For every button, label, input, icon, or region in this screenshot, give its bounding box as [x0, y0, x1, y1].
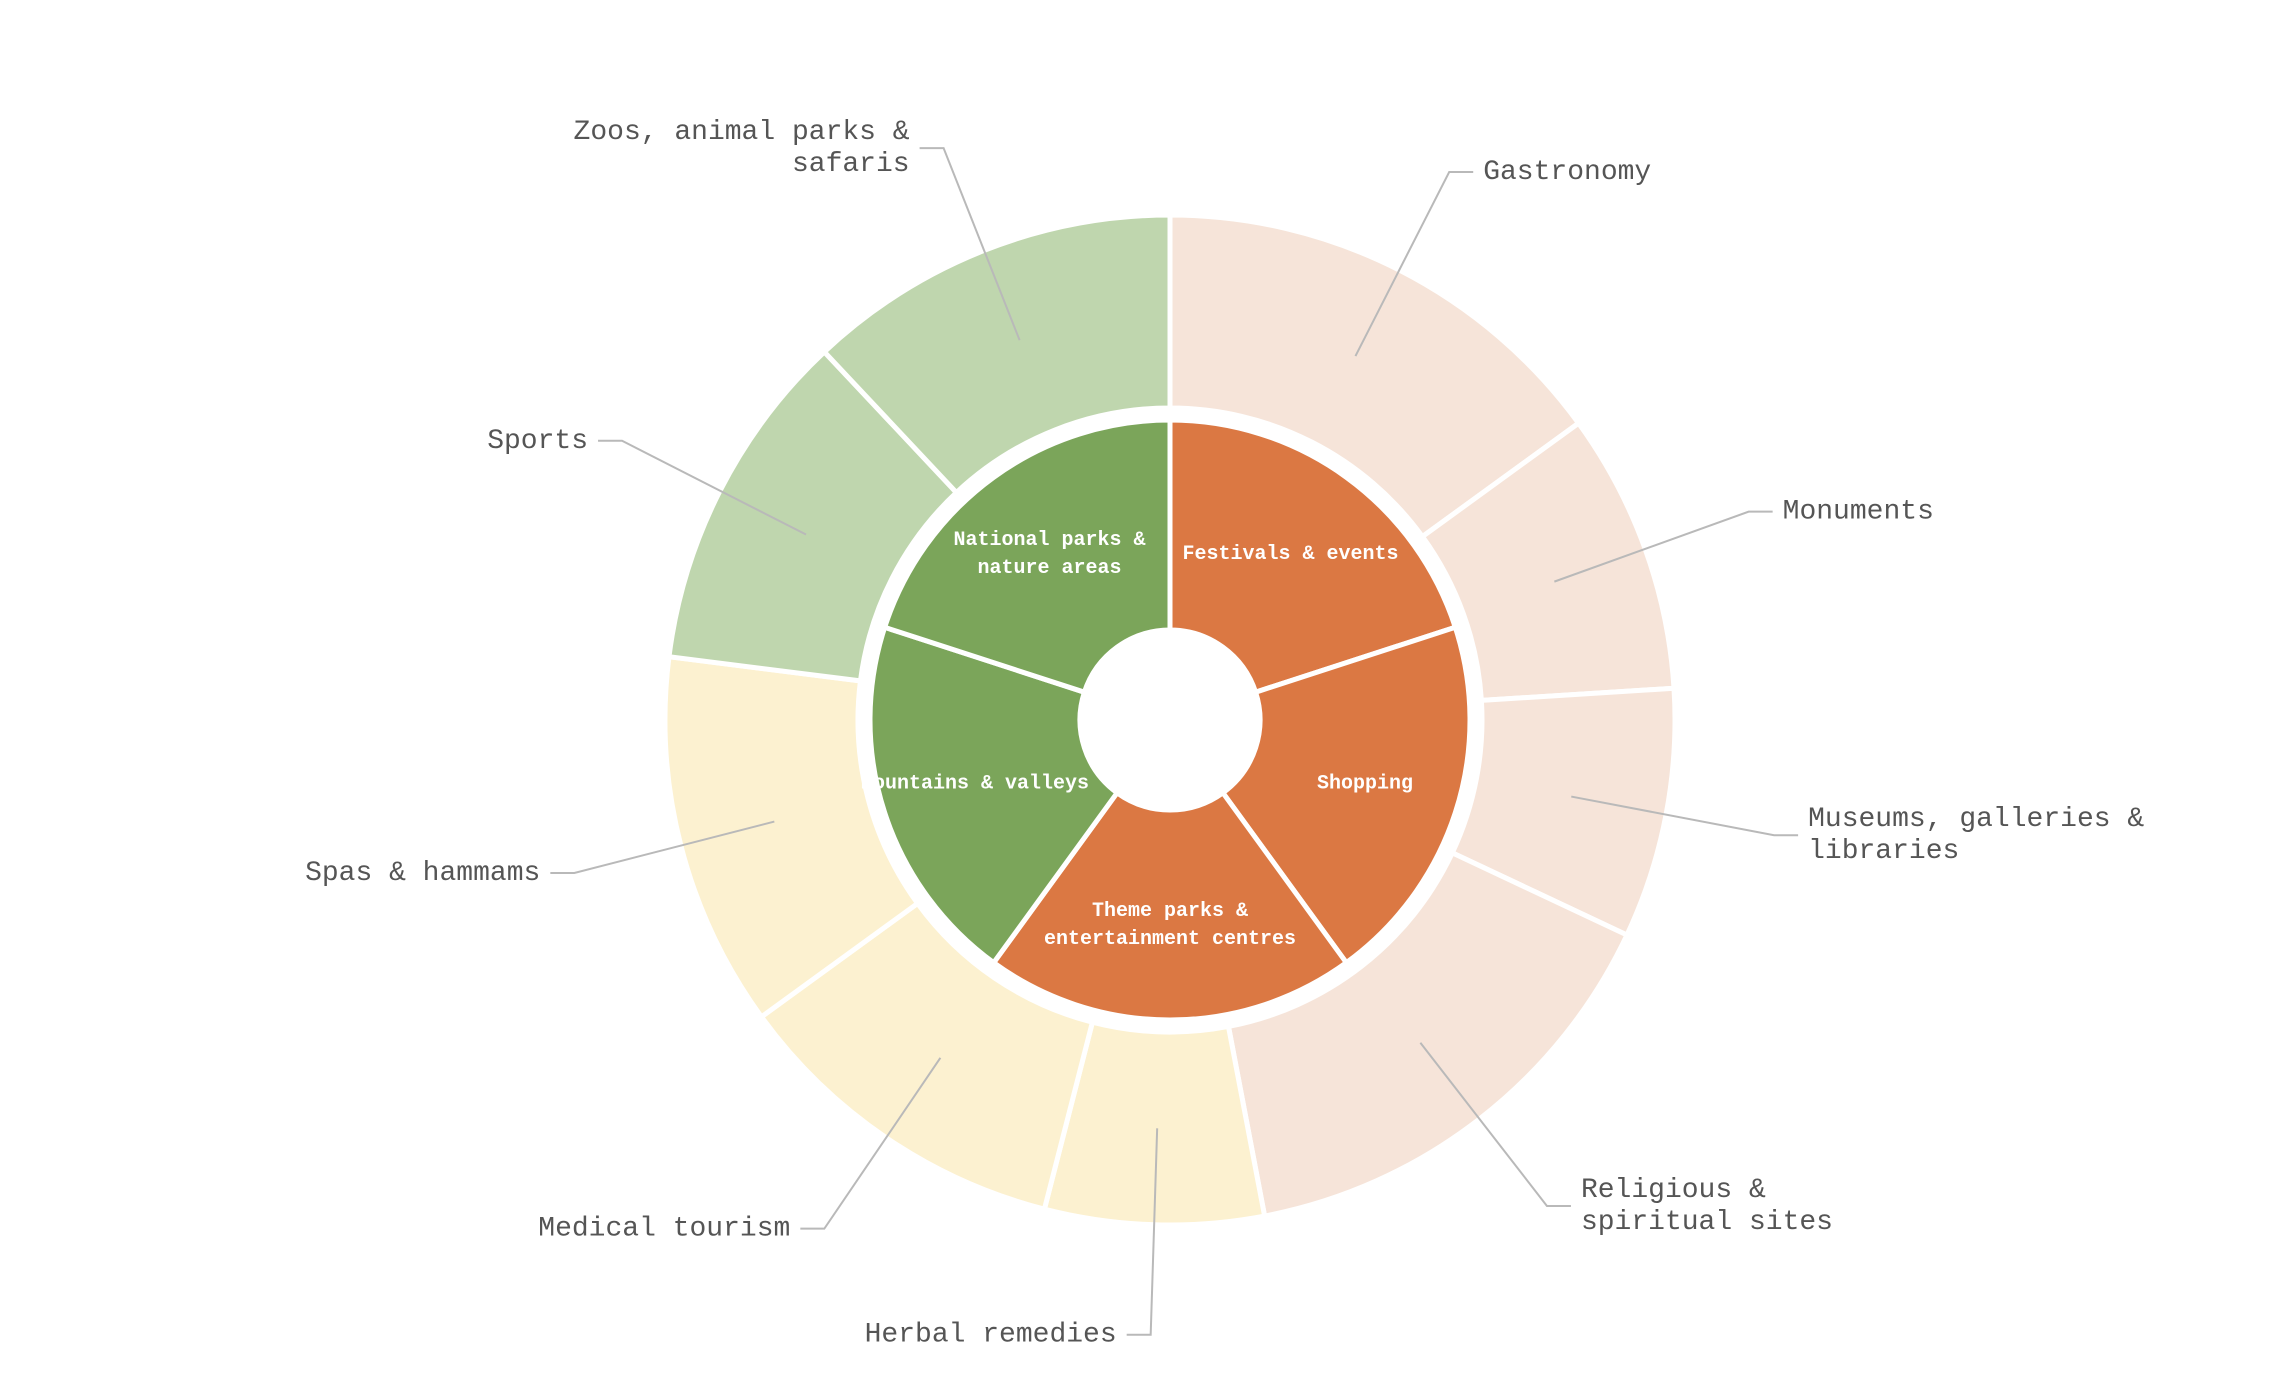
outer-label-gastronomy: Gastronomy [1483, 157, 1651, 188]
outer-label-spas-and-hammams: Spas & hammams [305, 858, 540, 889]
outer-label-monuments: Monuments [1783, 497, 1934, 528]
inner-ring [867, 417, 1473, 1023]
leader-line-sports [598, 439, 807, 536]
inner-slice-festivals-and-events[interactable] [1167, 417, 1459, 696]
outer-label-zoos-animal-parks-and-safaris: Zoos, animal parks &safaris [574, 118, 910, 181]
outer-label-sports: Sports [487, 426, 588, 457]
outer-ring [662, 212, 1678, 1228]
inner-slice-mountains-and-valleys[interactable] [867, 624, 1121, 967]
outer-slice-spas-and-hammams[interactable] [662, 653, 922, 1021]
outer-label-herbal-remedies: Herbal remedies [865, 1320, 1117, 1351]
leader-line-spas-and-hammams [550, 820, 775, 874]
leader-line-medical-tourism [800, 1057, 942, 1230]
inner-slice-national-parks-and-nature-areas[interactable] [881, 417, 1173, 696]
leader-line-monuments [1554, 510, 1773, 583]
outer-slice-religious-and-spiritual-sites[interactable] [1225, 849, 1631, 1219]
leader-line-gastronomy [1354, 171, 1474, 357]
inner-label-theme-parks-and-entertainment-centres: Theme parks &entertainment centres [1044, 900, 1296, 951]
outer-slice-zoos-animal-parks-and-safaris[interactable] [820, 212, 1173, 497]
leader-line-museums-galleries-and-libraries [1571, 795, 1799, 837]
inner-slice-theme-parks-and-entertainment-centres[interactable] [990, 789, 1350, 1023]
inner-label-festivals-and-events: Festivals & events [1182, 543, 1398, 566]
outer-label-religious-and-spiritual-sites: Religious &spiritual sites [1581, 1175, 1833, 1238]
outer-label-medical-tourism: Medical tourism [538, 1214, 790, 1245]
leader-line-religious-and-spiritual-sites [1419, 1042, 1571, 1207]
inner-label-mountains-and-valleys: Mountains & valleys [861, 773, 1089, 796]
leader-line-herbal-remedies [1126, 1128, 1159, 1336]
inner-label-national-parks-and-nature-areas: National parks &nature areas [953, 529, 1145, 580]
leader-line-zoos-animal-parks-and-safaris [919, 147, 1021, 341]
leader-lines [550, 147, 1799, 1336]
inner-label-shopping: Shopping [1317, 773, 1413, 796]
outer-label-museums-galleries-and-libraries: Museums, galleries &libraries [1808, 805, 2144, 868]
inner-slice-shopping[interactable] [1219, 624, 1473, 967]
outer-slice-gastronomy[interactable] [1167, 212, 1583, 541]
